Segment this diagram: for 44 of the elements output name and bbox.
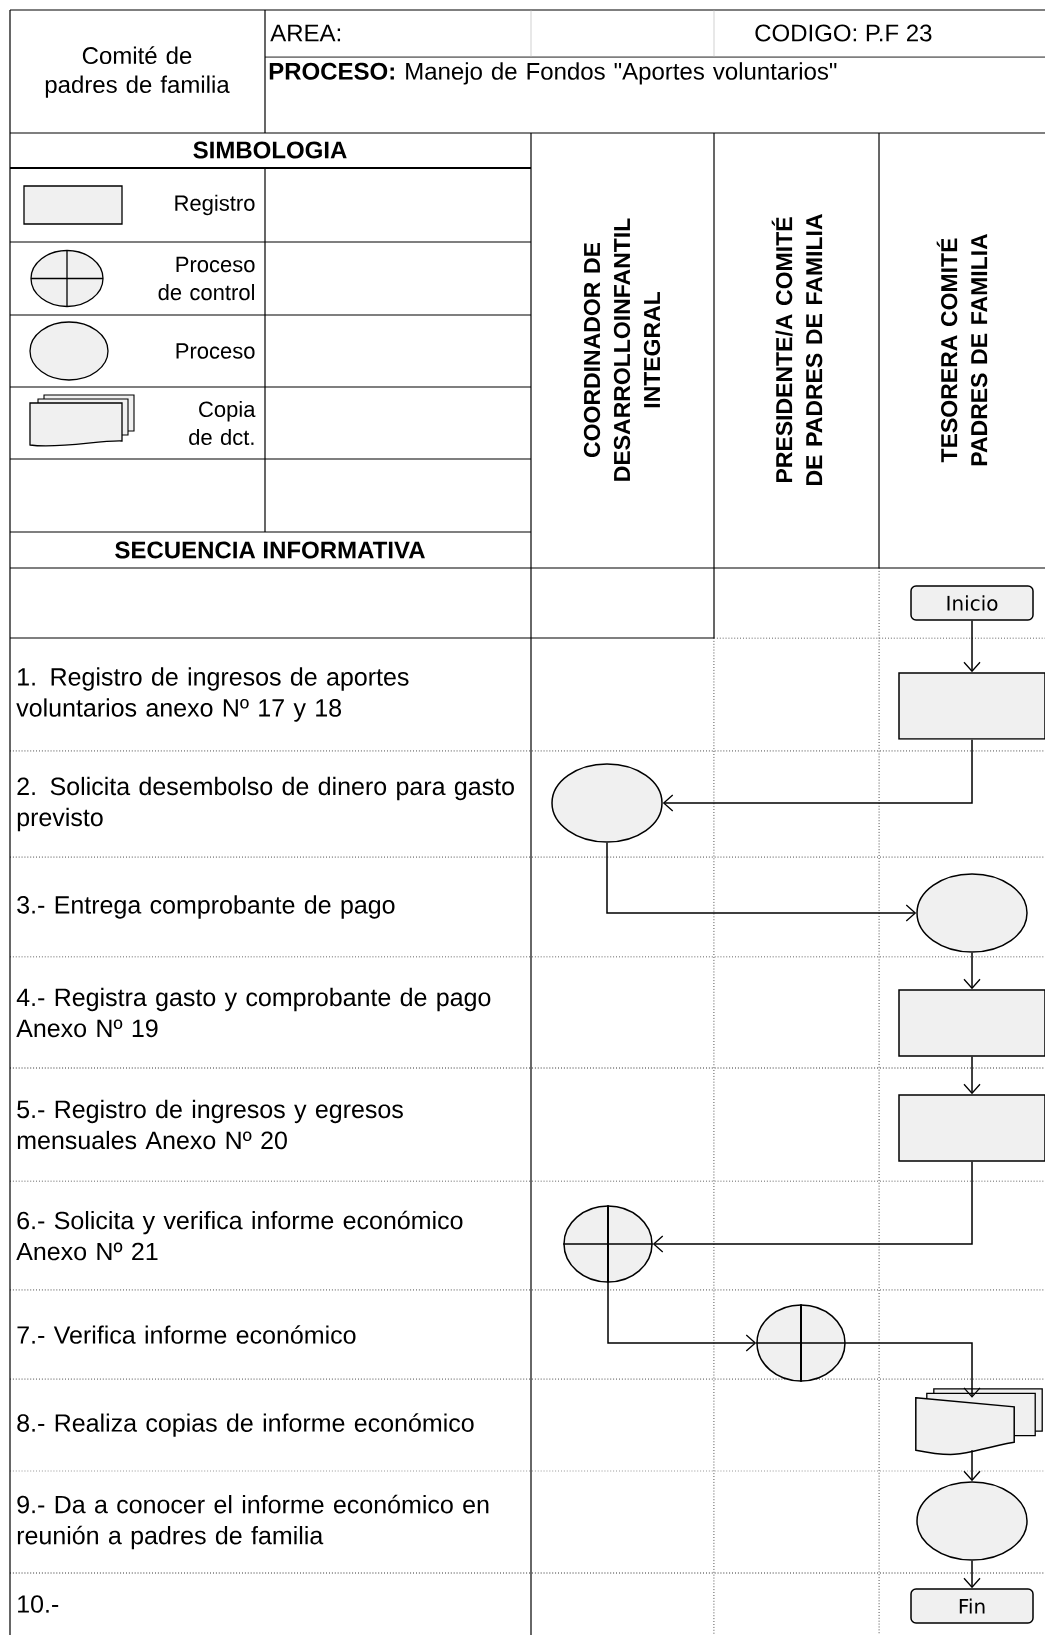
- step-text: 8.- Realiza copias de informe económico: [17, 1413, 474, 1437]
- register-box: [898, 989, 1045, 1057]
- process-ellipse: [916, 873, 1028, 953]
- arrow: [963, 620, 981, 673]
- legend-label: Proceso de control: [158, 256, 255, 301]
- arrow: [963, 1056, 981, 1095]
- step-text: 4.- Registra gasto y comprobante de pago Anexo Nº 19: [16, 987, 491, 1038]
- header-text: Comité de padres de familia: [45, 46, 230, 98]
- arrow: [963, 1560, 981, 1589]
- section-heading: SIMBOLOGIA: [193, 141, 347, 159]
- step-text: 3.- Entrega comprobante de pago: [17, 895, 395, 919]
- terminal-box: Inicio: [910, 585, 1034, 621]
- step-text: 9.- Da a conocer el informe económico en reunión a padres de familia: [17, 1494, 489, 1550]
- step-text: 5.- Registro de ingresos y egresos mensuales Anexo Nº 20: [17, 1099, 403, 1150]
- arrow: [607, 1282, 757, 1352]
- arrow: [963, 952, 981, 990]
- register-box: [898, 672, 1045, 740]
- header-text: PROCESO: Manejo de Fondos "Aportes voluntarios": [269, 62, 837, 85]
- lane-heading: TESORERA COMITÉ PADRES DE FAMILIA: [936, 233, 988, 466]
- control-symbol: [562, 1204, 654, 1284]
- step-text: 6.- Solicita y verifica informe económico Anexo Nº 21: [16, 1210, 463, 1261]
- legend-label: Registro: [175, 194, 255, 216]
- header-text: AREA:: [270, 24, 340, 42]
- arrow: [845, 1342, 981, 1398]
- arrow: [662, 739, 973, 812]
- process-ellipse: [551, 763, 663, 843]
- lane-heading: PRESIDENTE/A COMITÉ DE PADRES DE FAMILIA: [771, 214, 823, 485]
- control-symbol: [755, 1303, 847, 1383]
- process-ellipse: [916, 1481, 1028, 1561]
- step-text: 7.- Verifica informe económico: [17, 1325, 356, 1344]
- legend-label: Proceso: [176, 343, 255, 359]
- arrow: [963, 1449, 981, 1482]
- register-box: [898, 1094, 1045, 1162]
- step-text: 1. Registro de ingresos de aportes voluntarios anexo Nº 17 y 18: [16, 667, 409, 722]
- step-text: 2. Solicita desembolso de dinero para gasto previsto: [17, 776, 514, 832]
- arrow: [652, 1161, 973, 1253]
- terminal-box: Fin: [910, 1588, 1034, 1624]
- lane-heading: COORDINADOR DE DESARROLLOINFANTIL INTEGRAL: [583, 218, 661, 481]
- header-text: CODIGO: P.F 23: [755, 24, 932, 42]
- document-copies-symbol: [915, 1388, 1043, 1456]
- step-text: 10.-: [18, 1595, 59, 1613]
- arrow: [606, 842, 917, 922]
- legend-label: Copia de dct.: [189, 400, 256, 446]
- section-heading: SECUENCIA INFORMATIVA: [115, 541, 425, 559]
